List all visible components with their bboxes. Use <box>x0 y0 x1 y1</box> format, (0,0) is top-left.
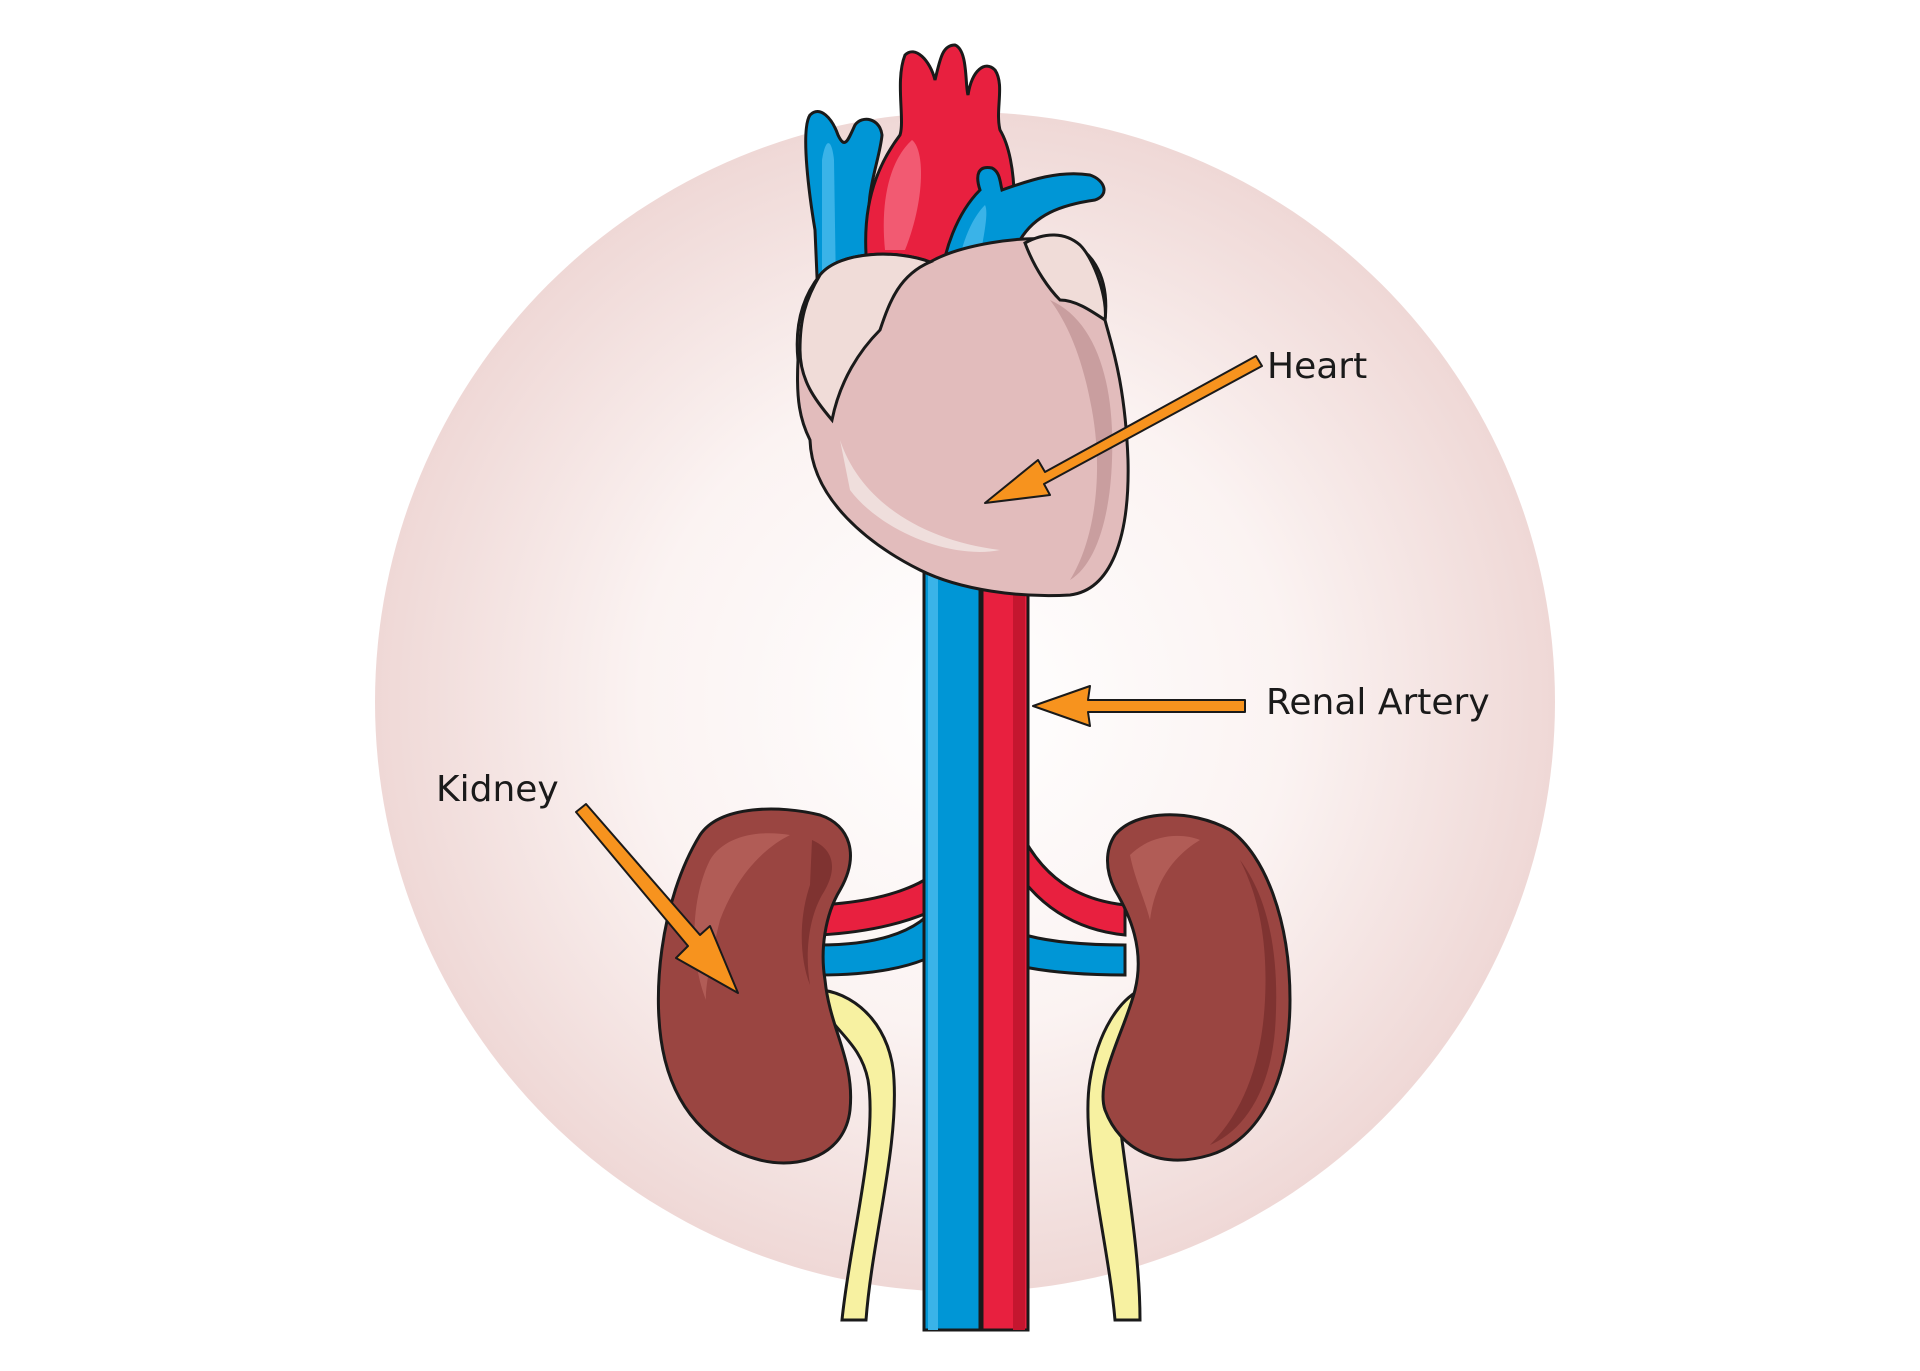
renal-artery-branch-right <box>1008 814 1127 937</box>
heart-arrow <box>984 355 1263 504</box>
heart <box>795 233 1130 598</box>
superior-vena-cava <box>804 110 884 302</box>
kidney-label: Kidney <box>436 769 559 810</box>
kidney-arrow <box>575 803 739 994</box>
heart-label: Heart <box>1267 346 1368 387</box>
kidney-right <box>1101 813 1292 1162</box>
renal-artery-label: Renal Artery <box>1266 682 1490 723</box>
vena-cava <box>922 558 982 1332</box>
kidney-left <box>656 807 853 1165</box>
aorta <box>980 558 1030 1332</box>
renal-artery-arrow <box>1032 685 1246 727</box>
